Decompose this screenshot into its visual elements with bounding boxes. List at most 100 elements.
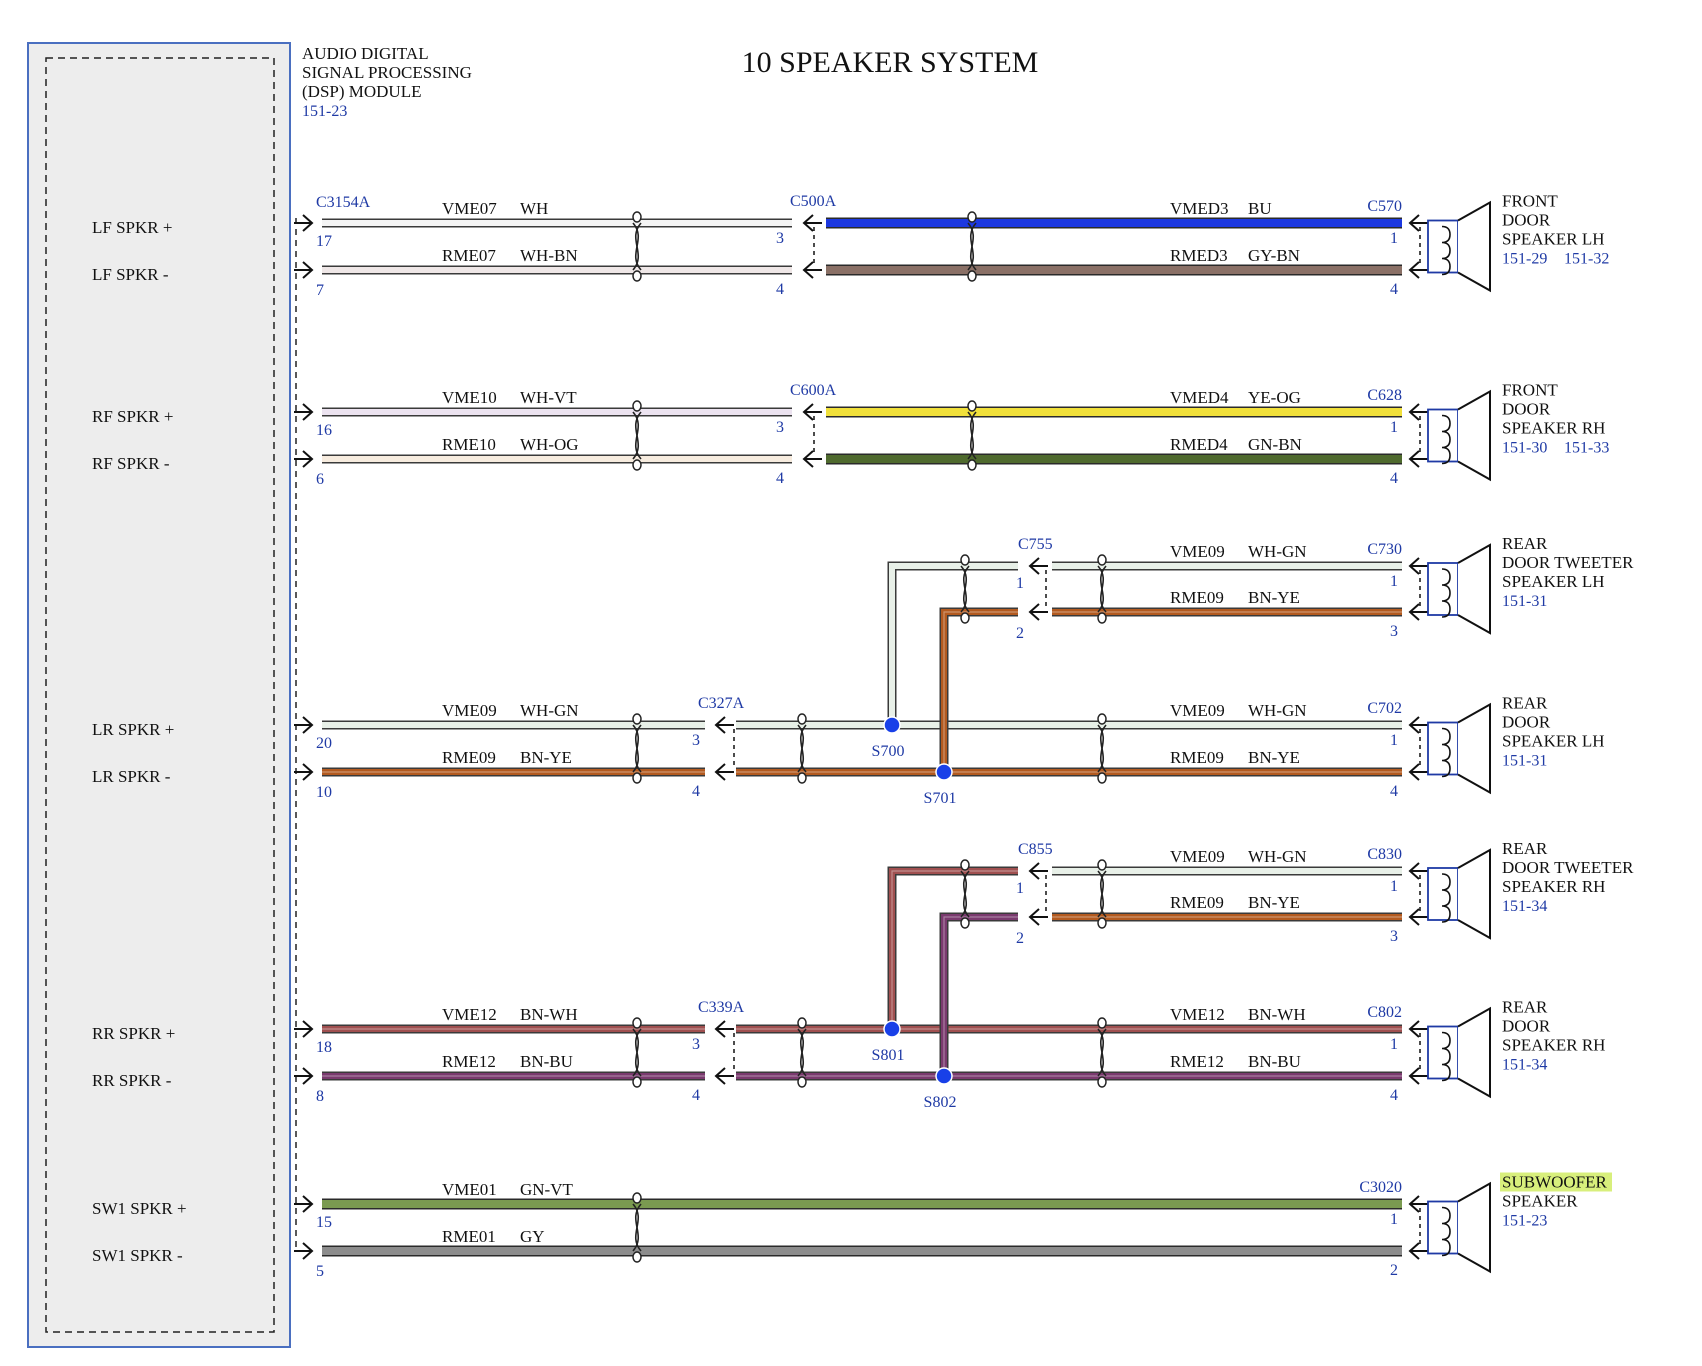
rr-tweeter-speaker-name-line-2: DOOR TWEETER — [1502, 858, 1634, 877]
lf-speaker-magnet — [1427, 219, 1459, 274]
sw1-dsp-pin-neg: 5 — [316, 1263, 324, 1280]
lr-speaker-name-line-3: SPEAKER LH — [1502, 732, 1604, 751]
rf-inline-pin-neg: 4 — [776, 470, 784, 487]
lr-speaker-magnet — [1427, 721, 1459, 776]
rr-twist-left-top-loop — [632, 1017, 642, 1029]
rr-twist-branch-b — [960, 870, 970, 918]
lf-neg-terminal-label: LF SPKR - — [92, 265, 169, 284]
rr-speaker-pin-pos: 1 — [1390, 1036, 1398, 1053]
rr-tw-circuit-neg: RME09 — [1170, 893, 1224, 912]
rf-speaker-magnet — [1427, 408, 1459, 463]
lr-twist-mid-top-loop — [797, 713, 807, 725]
sw1-speaker-connector: C3020 — [1359, 1179, 1402, 1196]
rr-circuit-neg-right: RME12 — [1170, 1052, 1224, 1071]
rr-twist-mid-b — [797, 1028, 807, 1077]
lf-twist-right-top-loop — [967, 211, 977, 223]
lr-pos-terminal-label: LR SPKR + — [92, 720, 174, 739]
rf-speaker-icon — [1427, 389, 1491, 482]
rr-inline-pin-pos: 3 — [692, 1036, 700, 1053]
lf-circuit-neg-right: RMED3 — [1170, 246, 1228, 265]
rr-speaker-icon — [1427, 1006, 1491, 1099]
lr-tweeter-speaker-name-line-3: SPEAKER LH — [1502, 572, 1604, 591]
lr-speaker-name-line-1: REAR — [1502, 694, 1548, 713]
lf-pos-terminal-label: LF SPKR + — [92, 218, 172, 237]
lr-twist-left-top-loop — [632, 713, 642, 725]
lf-twist-right-b — [967, 222, 977, 271]
lr-twist-right-b — [1097, 724, 1107, 773]
lr-tw-color-pos: WH-GN — [1248, 542, 1307, 561]
rr-twist-mid-bottom-loop — [797, 1076, 807, 1088]
lr-circuit-pos-left: VME09 — [442, 701, 497, 720]
rr-inline-pin-neg: 4 — [692, 1087, 700, 1104]
rr-speaker-magnet — [1427, 1025, 1459, 1080]
rf-speaker-cone — [1457, 389, 1491, 482]
rr-tweeter-speaker-name-line-3: SPEAKER RH — [1502, 877, 1605, 896]
lf-color-pos-left: WH — [520, 199, 548, 218]
sw1-color-pos: GN-VT — [520, 1180, 573, 1199]
sw1-circuit-neg: RME01 — [442, 1227, 496, 1246]
lr-speaker-coil — [1441, 727, 1451, 778]
lr-tw-circuit-neg: RME09 — [1170, 588, 1224, 607]
rr-speaker-pin-neg: 4 — [1390, 1087, 1398, 1104]
sw1-speaker-pin-pos: 1 — [1390, 1211, 1398, 1228]
rf-dsp-pin-neg: 6 — [316, 471, 324, 488]
rf-twist-right-bottom-loop — [967, 459, 977, 471]
rr-splice-neg — [935, 1067, 953, 1085]
lr-twist-branch-b — [960, 565, 970, 613]
lr-color-pos-right: WH-GN — [1248, 701, 1307, 720]
lr-inline-pin-pos: 3 — [692, 732, 700, 749]
sw1-speaker-name-line-2: SPEAKER — [1502, 1192, 1578, 1211]
sw1-neg-terminal-label: SW1 SPKR - — [92, 1246, 183, 1265]
rr-twist-right-bottom-loop — [1097, 1076, 1107, 1088]
lf-inline-pin-neg: 4 — [776, 281, 784, 298]
module-name-line-3: (DSP) MODULE — [302, 82, 421, 101]
lr-twist-left-b — [632, 724, 642, 773]
lr-branch-neg — [939, 607, 1018, 772]
rr-branch-pos-fill — [889, 868, 1018, 1029]
rr-color-neg-right: BN-BU — [1248, 1052, 1301, 1071]
rf-speaker-pin-pos: 1 — [1390, 419, 1398, 436]
rr-twist-branch-bottom-loop — [960, 917, 970, 929]
sw1-speaker-pin-neg: 2 — [1390, 1262, 1398, 1279]
lr-tweeter-speaker-pin-pos: 1 — [1390, 573, 1398, 590]
lf-speaker-coil — [1441, 225, 1451, 276]
sw1-speaker-icon — [1427, 1181, 1491, 1274]
lr-twist-mid-bottom-loop — [797, 772, 807, 784]
rf-circuit-pos-left: VME10 — [442, 388, 497, 407]
rr-speaker-ref-1: 151-34 — [1502, 1057, 1547, 1074]
rf-inline-pin-pos: 3 — [776, 419, 784, 436]
lr-tw-inline-connector: C755 — [1018, 536, 1053, 553]
rr-circuit-pos-right: VME12 — [1170, 1005, 1225, 1024]
sw1-circuit-pos: VME01 — [442, 1180, 497, 1199]
lf-circuit-pos-right: VMED3 — [1170, 199, 1229, 218]
dsp-module-box — [27, 42, 291, 1348]
rf-speaker-ref-1: 151-30 — [1502, 440, 1547, 457]
rf-circuit-neg-right: RMED4 — [1170, 435, 1228, 454]
diagram-frame: 10 SPEAKER SYSTEM AUDIO DIGITAL SIGNAL P… — [27, 42, 1038, 1348]
lr-branch-neg-fill — [941, 609, 1018, 772]
lr-tweeter-speaker-pin-neg: 3 — [1390, 623, 1398, 640]
rr-tweeter-speaker-pin-pos: 1 — [1390, 878, 1398, 895]
module-name-line-2: SIGNAL PROCESSING — [302, 63, 472, 82]
rr-branch-pos-stripe — [891, 870, 1018, 1029]
lf-speaker-connector: C570 — [1367, 198, 1402, 215]
lr-circuit-neg-left: RME09 — [442, 748, 496, 767]
rr-tweeter-speaker-icon — [1427, 848, 1491, 940]
sw1-speaker-highlight — [1500, 1172, 1612, 1192]
sw1-twist-top-loop — [632, 1192, 642, 1204]
rr-twist-mid-top-loop — [797, 1017, 807, 1029]
lf-inline-connector: C500A — [790, 193, 837, 210]
lr-splice-neg-label: S701 — [924, 790, 957, 807]
rr-tweeter-speaker-coil — [1441, 873, 1451, 923]
lf-twist-left-bottom-loop — [632, 270, 642, 282]
lf-circuit-neg-left: RME07 — [442, 246, 496, 265]
lr-speaker-name-line-2: DOOR — [1502, 713, 1551, 732]
rr-twist-tweeter-bottom-loop — [1097, 917, 1107, 929]
module-ref: 151-23 — [302, 103, 347, 120]
module-name-line-1: AUDIO DIGITAL — [302, 44, 429, 63]
lf-speaker-pin-pos: 1 — [1390, 230, 1398, 247]
sw1-pos-terminal-label: SW1 SPKR + — [92, 1199, 187, 1218]
lr-speaker-ref-1: 151-31 — [1502, 753, 1547, 770]
sw1-speaker-name-line-1: SUBWOOFER — [1502, 1173, 1608, 1192]
